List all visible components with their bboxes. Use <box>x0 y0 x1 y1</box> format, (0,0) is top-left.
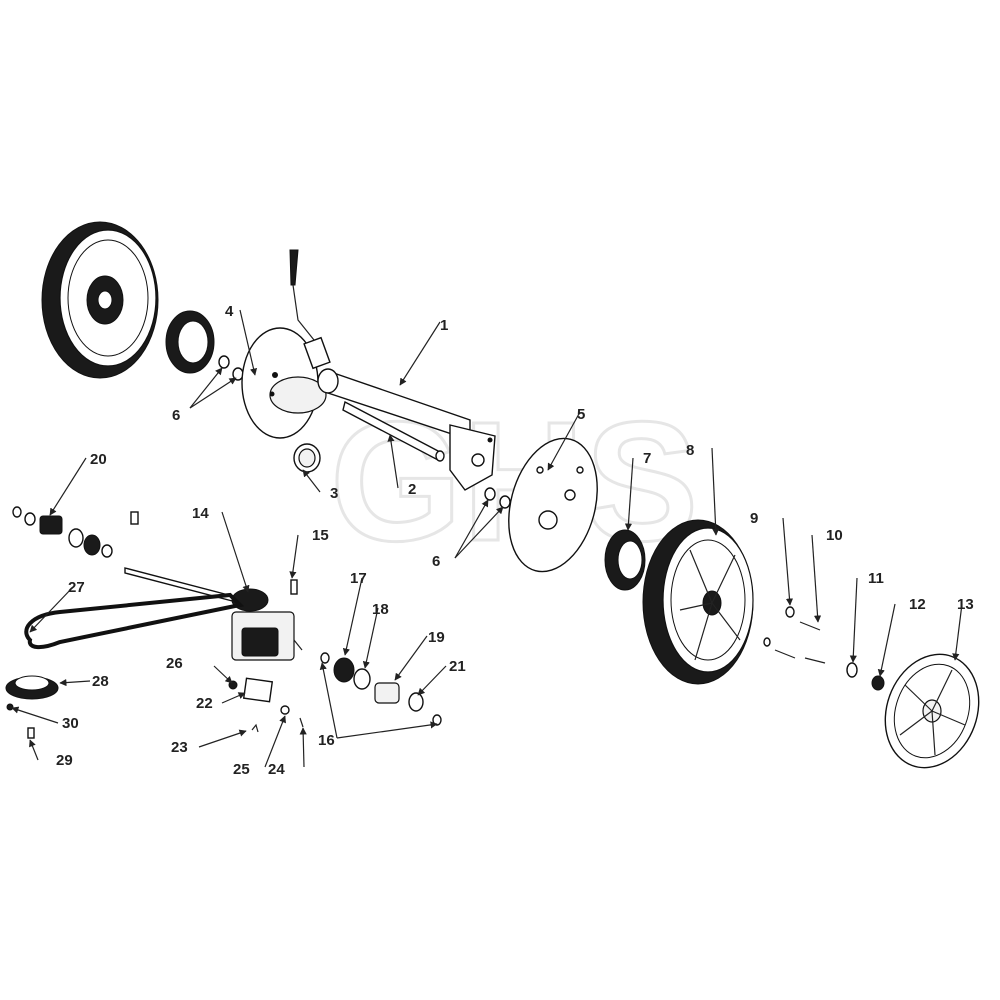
callout-30: 30 <box>62 715 79 732</box>
left-wheel <box>41 221 159 379</box>
small-parts <box>6 579 304 739</box>
callout-19: 19 <box>428 629 445 646</box>
callout-27: 27 <box>68 579 85 596</box>
callout-16: 16 <box>318 732 335 749</box>
height-lever <box>289 249 331 370</box>
callout-23: 23 <box>171 739 188 756</box>
callout-21: 21 <box>449 658 466 675</box>
callout-7: 7 <box>643 450 651 467</box>
callout-26: 26 <box>166 655 183 672</box>
callout-13: 13 <box>957 596 974 613</box>
callout-12: 12 <box>909 596 926 613</box>
bushing <box>293 443 321 473</box>
callout-17: 17 <box>350 570 367 587</box>
left-gear-ring <box>165 310 215 374</box>
callout-25: 25 <box>233 761 250 778</box>
callout-6b: 6 <box>432 553 440 570</box>
drive-belt <box>24 592 245 649</box>
center-bearings <box>320 652 442 726</box>
callout-8: 8 <box>686 442 694 459</box>
axle-tube <box>317 368 496 491</box>
gearbox <box>231 588 303 661</box>
height-adjust-plate <box>241 327 327 439</box>
callout-1: 1 <box>440 317 448 334</box>
bearing-stack <box>12 506 139 558</box>
callout-22: 22 <box>196 695 213 712</box>
callout-9: 9 <box>750 510 758 527</box>
callout-20: 20 <box>90 451 107 468</box>
callout-3: 3 <box>330 485 338 502</box>
callout-10: 10 <box>826 527 843 544</box>
callout-11: 11 <box>868 570 884 587</box>
screws-right <box>763 606 826 664</box>
callout-28: 28 <box>92 673 109 690</box>
washers-right <box>484 487 511 509</box>
washer-nut <box>846 662 885 691</box>
washers-left <box>218 355 244 381</box>
right-wheel <box>642 519 754 685</box>
callout-4: 4 <box>225 303 234 320</box>
callout-29: 29 <box>56 752 73 769</box>
callout-24: 24 <box>268 761 285 778</box>
callout-5: 5 <box>577 406 585 423</box>
callout-2: 2 <box>408 481 416 498</box>
axle-rod <box>342 400 445 462</box>
callout-15: 15 <box>312 527 329 544</box>
callout-18: 18 <box>372 601 389 618</box>
hub-cap <box>884 653 980 769</box>
leader-lines <box>11 309 963 768</box>
callout-6a: 6 <box>172 407 180 424</box>
callout-14: 14 <box>192 505 209 522</box>
pulley <box>5 675 59 700</box>
right-gear-ring <box>604 529 646 591</box>
right-height-plate <box>508 437 598 573</box>
